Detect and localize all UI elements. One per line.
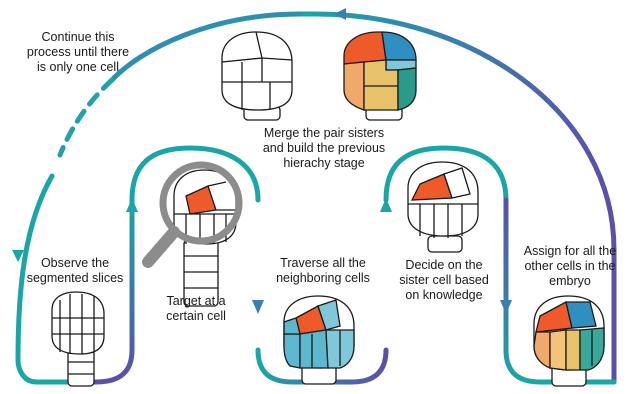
arrow-up-1	[126, 198, 138, 212]
label-decide: Decide on the sister cell based on knowl…	[399, 258, 489, 302]
label-assign: Assign for all the other cells in the em…	[523, 244, 617, 288]
outer-arc	[12, 8, 617, 385]
arc-arrow-left	[12, 250, 24, 262]
embryo-assign	[533, 295, 605, 387]
embryo-traverse	[283, 295, 355, 385]
embryo-observe	[51, 291, 105, 387]
arc-arrow-top	[334, 8, 346, 20]
label-merge: Merge the pair sisters and build the pre…	[262, 126, 386, 170]
label-traverse: Traverse all the neighboring cells	[276, 256, 370, 285]
serpentine-path	[93, 145, 617, 385]
embryo-colored-top	[343, 31, 417, 121]
label-target: Target at a certain cell	[166, 294, 226, 323]
arrow-up-2	[380, 198, 392, 212]
embryo-plain-top	[221, 31, 293, 121]
label-observe: Observe the segmented slices	[26, 256, 124, 285]
label-continue: Continue this process until there is onl…	[26, 30, 130, 74]
arrow-down-1	[252, 300, 264, 314]
arrow-down-2	[500, 300, 512, 314]
magnifying-glass-icon	[142, 161, 243, 268]
embryo-decide	[407, 161, 479, 253]
